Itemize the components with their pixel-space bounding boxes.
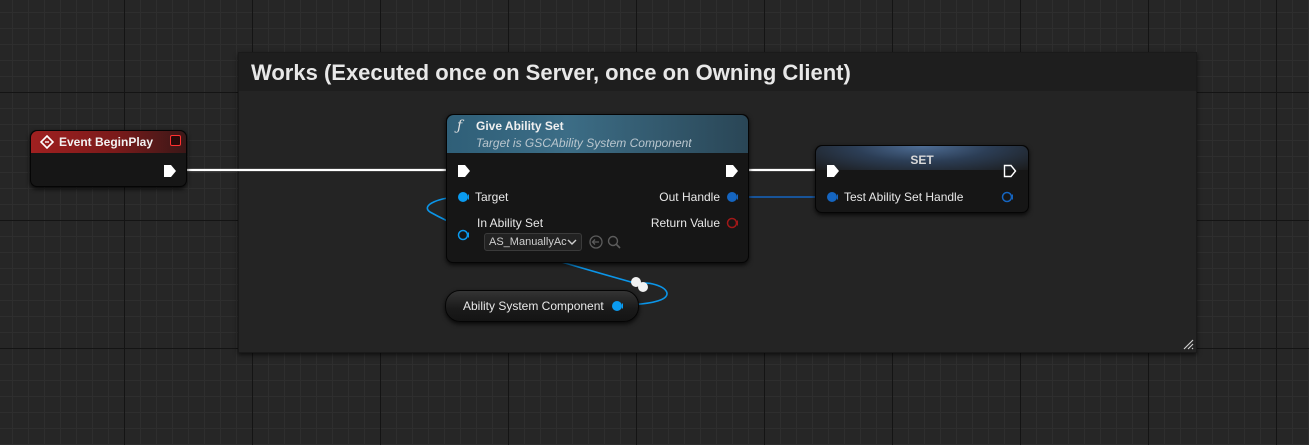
node-header	[447, 115, 748, 153]
exec-in-pin-icon[interactable]	[826, 164, 840, 178]
return-value-label: Return Value	[650, 216, 720, 230]
variable-label: Ability System Component	[463, 299, 604, 313]
object-pin-empty-icon[interactable]	[457, 229, 469, 241]
give-ability-set-node[interactable]: ƒ Give Ability Set Target is GSCAbility …	[446, 114, 749, 263]
struct-pin-icon[interactable]	[726, 191, 738, 203]
object-pin-icon[interactable]	[457, 191, 469, 203]
comment-header[interactable]: Works (Executed once on Server, once on …	[239, 53, 1196, 91]
out-handle-pin-row[interactable]: Out Handle	[659, 188, 738, 206]
chevron-down-icon	[567, 239, 577, 245]
target-pin-label: Target	[475, 190, 509, 204]
exec-out-pin-icon[interactable]	[163, 164, 177, 178]
ability-system-component-node[interactable]: Ability System Component	[445, 290, 639, 322]
node-header	[31, 131, 186, 153]
in-ability-set-label: In Ability Set	[477, 216, 544, 230]
event-beginplay-node[interactable]: Event BeginPlay	[30, 130, 187, 187]
target-pin-row[interactable]: Target	[457, 188, 508, 206]
use-selected-icon[interactable]	[589, 235, 603, 249]
set-variable-node[interactable]: SET Test Ability Set Handle	[815, 145, 1029, 213]
struct-pin-empty-icon[interactable]	[1001, 191, 1013, 203]
return-value-pin-row[interactable]: Return Value	[651, 214, 738, 232]
node-title: Give Ability Set	[476, 119, 564, 133]
in-ability-set-pin-row[interactable]: In Ability Set	[457, 214, 543, 232]
node-title: SET	[910, 153, 934, 167]
comment-title: Works (Executed once on Server, once on …	[251, 60, 851, 85]
out-handle-label: Out Handle	[659, 190, 720, 204]
resize-grip-icon[interactable]	[1182, 338, 1194, 350]
ability-set-value: AS_ManuallyAc	[489, 236, 567, 248]
node-header	[816, 146, 1028, 170]
browse-icon[interactable]	[607, 235, 621, 249]
struct-pin-icon[interactable]	[826, 191, 838, 203]
exec-out-pin-icon[interactable]	[725, 164, 739, 178]
function-icon: ƒ	[457, 118, 463, 134]
set-value-pin-row[interactable]: Test Ability Set Handle	[826, 188, 963, 206]
event-icon	[40, 135, 54, 149]
ability-set-dropdown[interactable]: AS_ManuallyAc	[484, 233, 582, 251]
node-subtitle: Target is GSCAbility System Component	[476, 136, 692, 150]
delegate-pin-icon[interactable]	[170, 135, 181, 146]
object-pin-icon[interactable]	[611, 300, 623, 312]
exec-in-pin-icon[interactable]	[457, 164, 471, 178]
node-title: Event BeginPlay	[59, 135, 154, 149]
set-variable-label: Test Ability Set Handle	[844, 190, 964, 204]
exec-out-pin-empty-icon[interactable]	[1003, 164, 1017, 178]
return-pin-icon[interactable]	[726, 217, 738, 229]
